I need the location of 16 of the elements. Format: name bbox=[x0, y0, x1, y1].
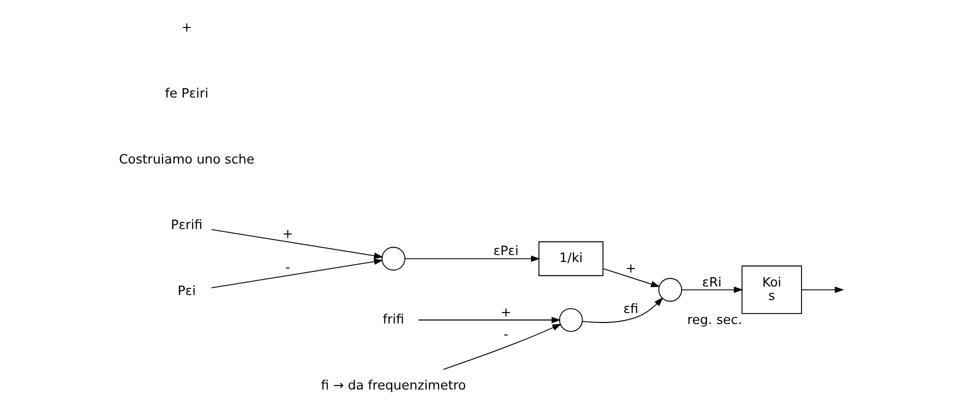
label: + bbox=[180, 20, 192, 36]
node-text: Pεi bbox=[177, 284, 196, 300]
edge-label: - bbox=[503, 327, 508, 342]
edge-label: + bbox=[282, 226, 293, 242]
edge-label: εfi bbox=[622, 302, 638, 317]
edge-label: - bbox=[284, 260, 290, 276]
edge-label: + bbox=[500, 306, 511, 321]
label: fe Pεiri bbox=[164, 86, 208, 102]
node-text: fi → da frequenzimetro bbox=[320, 378, 466, 394]
node-label: reg. sec. bbox=[686, 312, 742, 328]
edge-label: + bbox=[625, 262, 636, 277]
node-text: frifi bbox=[382, 312, 404, 328]
label: Costruiamo uno sche bbox=[118, 152, 254, 168]
edge-label: εRi bbox=[702, 275, 722, 290]
node-text: Pεrifi bbox=[170, 218, 202, 234]
edge-label: εPεi bbox=[492, 244, 518, 260]
